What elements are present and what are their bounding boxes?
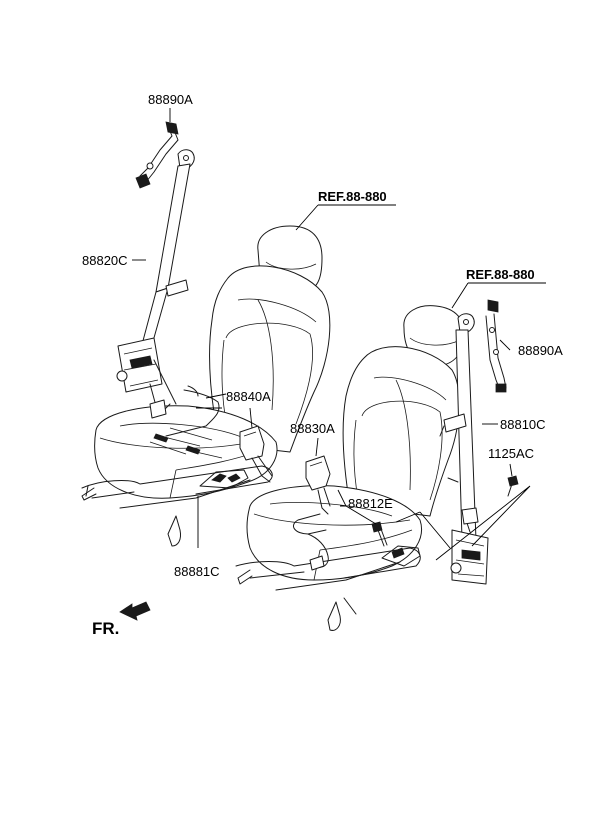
label-88812E: 88812E <box>348 496 393 511</box>
label-88840A: 88840A <box>226 389 271 404</box>
left-seat <box>81 225 331 547</box>
label-88890A-right: 88890A <box>518 343 563 358</box>
part-labels: 88890A 88820C 88840A 88830A 88812E 88881… <box>82 92 563 579</box>
seat-belt-88810C <box>439 299 519 585</box>
label-1125AC: 1125AC <box>488 446 534 461</box>
front-direction-marker: FR. <box>92 601 151 638</box>
label-88881C: 88881C <box>174 564 220 579</box>
label-88890A-left: 88890A <box>148 92 193 107</box>
bolt-88812E <box>371 521 388 547</box>
label-88820C: 88820C <box>82 253 128 268</box>
buckle-88840A <box>239 425 273 483</box>
label-88830A: 88830A <box>290 421 335 436</box>
leader-lines <box>132 108 546 561</box>
front-arrow-icon <box>119 601 151 621</box>
front-label: FR. <box>92 619 119 638</box>
ref-label-left: REF.88-880 <box>318 189 387 204</box>
right-seat <box>235 305 465 631</box>
seat-belt-88820C <box>116 121 195 419</box>
label-88810C: 88810C <box>500 417 546 432</box>
buckle-88830A <box>293 455 331 571</box>
ref-label-right: REF.88-880 <box>466 267 535 282</box>
